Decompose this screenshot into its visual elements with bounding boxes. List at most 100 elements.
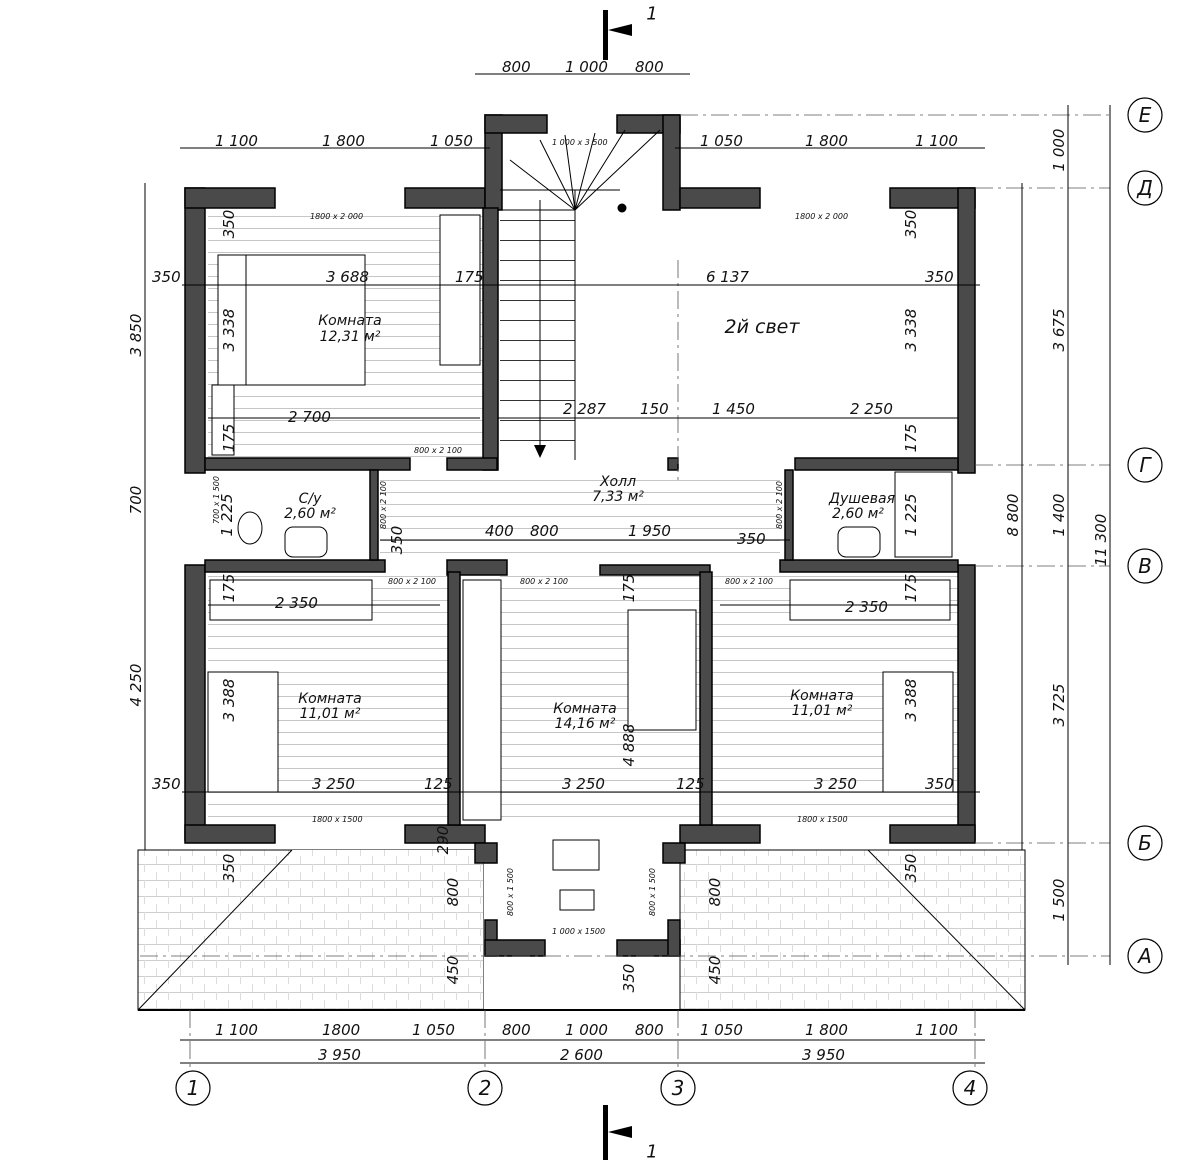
room-shower-name: Душевая — [828, 491, 895, 507]
dim-sh-1225: 1 225 — [902, 494, 920, 537]
dim-top-small-1: 800 — [502, 58, 531, 76]
dim-mid-6137: 6 137 — [706, 268, 749, 286]
dim-top-small-3: 800 — [635, 58, 664, 76]
dim-1450: 1 450 — [712, 400, 755, 418]
dim-2250: 2 250 — [850, 400, 893, 418]
dim-wc-1225: 1 225 — [218, 494, 236, 537]
dim-ne-v350: 350 — [902, 210, 920, 239]
dim-bottom-total-3: 3 950 — [802, 1046, 845, 1064]
dim-t-290: 290 — [434, 826, 452, 855]
dim-bottom-9: 1 100 — [915, 1021, 958, 1039]
dim-se-3388: 3 388 — [902, 679, 920, 722]
dim-b-3250a: 3 250 — [312, 775, 355, 793]
room-hall-name: Холл — [599, 474, 636, 490]
axis-bubbles — [175, 97, 1163, 1106]
label-door-tr: 800 x 1 500 — [648, 868, 657, 916]
label-win-wc: 700 x 1 500 — [212, 476, 221, 524]
dim-left-3850: 3 850 — [127, 314, 145, 357]
furniture — [207, 214, 954, 911]
dim-mid-4888: 4 888 — [620, 724, 638, 767]
dim-nw-350: 350 — [152, 268, 181, 286]
label-door-tb: 1 000 x 1500 — [552, 927, 605, 936]
room-sw-name: Комната — [298, 691, 362, 707]
dim-right-1400: 1 400 — [1050, 494, 1068, 537]
dim-t-800b: 800 — [706, 878, 724, 907]
dim-left-4250: 4 250 — [127, 664, 145, 707]
dim-bottom-total-1: 3 950 — [318, 1046, 361, 1064]
axis-row-D: Д — [1136, 176, 1153, 200]
axis-col-3: 3 — [672, 1076, 685, 1100]
axis-row-E: Е — [1139, 103, 1152, 127]
room-sw-area: 11,01 м² — [300, 706, 361, 722]
dim-bottom-3: 1 050 — [412, 1021, 455, 1039]
label-win-sw: 1800 x 1500 — [312, 815, 363, 824]
section-label-top: 1 — [646, 4, 657, 25]
label-win-ne: 1800 x 2 000 — [795, 212, 848, 221]
dim-t-450b: 450 — [706, 956, 724, 985]
label-win-nw: 1800 x 2 000 — [310, 212, 363, 221]
room-mid-name: Комната — [553, 701, 617, 717]
dim-hall-350a: 350 — [388, 526, 406, 555]
dim-top-left-3: 1 050 — [430, 132, 473, 150]
dim-bottom-5: 1 000 — [565, 1021, 608, 1039]
dim-b-350a: 350 — [152, 775, 181, 793]
axis-row-G: Г — [1139, 453, 1152, 477]
dim-t-350a: 350 — [220, 854, 238, 883]
dim-top-small-2: 1 000 — [565, 58, 608, 76]
dim-se-175: 175 — [902, 574, 920, 603]
terrace — [137, 849, 1026, 1011]
dim-right-3675: 3 675 — [1050, 309, 1068, 352]
dim-hall-400: 400 — [485, 522, 514, 540]
walls — [184, 114, 976, 957]
room-se-area: 11,01 м² — [792, 703, 853, 719]
axis-col-4: 4 — [964, 1076, 977, 1100]
label-stair: 1 000 x 3 500 — [552, 138, 608, 147]
dim-top-right-1: 1 050 — [700, 132, 743, 150]
label-door-mid: 800 x 2 100 — [520, 577, 568, 586]
dim-bottom-4: 800 — [502, 1021, 531, 1039]
room-nw-area: 12,31 м² — [320, 329, 381, 345]
dim-b-125b: 125 — [676, 775, 705, 793]
axis-row-A: А — [1136, 944, 1152, 968]
room-second-light: 2й свет — [725, 316, 801, 338]
dim-t-350b: 350 — [620, 964, 638, 993]
staircase — [500, 129, 661, 460]
dim-left-700: 700 — [127, 486, 145, 515]
axis-row-V: В — [1138, 554, 1152, 578]
dim-bottom-total-2: 2 600 — [560, 1046, 603, 1064]
dim-top-right-3: 1 100 — [915, 132, 958, 150]
room-se-name: Комната — [790, 688, 854, 704]
section-arrows — [603, 10, 632, 1160]
dim-ne-v3338: 3 338 — [902, 309, 920, 352]
room-hall-area: 7,33 м² — [592, 489, 644, 505]
dim-bottom-7: 1 050 — [700, 1021, 743, 1039]
label-door-sw: 800 x 2 100 — [388, 577, 436, 586]
label-door-sh: 800 x 2 100 — [775, 481, 784, 529]
dim-b-3250b: 3 250 — [562, 775, 605, 793]
dim-b-3250c: 3 250 — [814, 775, 857, 793]
dim-nw-v3338: 3 338 — [220, 309, 238, 352]
dim-t-800a: 800 — [444, 878, 462, 907]
dim-sw-175: 175 — [220, 574, 238, 603]
axis-lines — [140, 114, 1110, 1080]
dim-right-8800: 8 800 — [1004, 494, 1022, 537]
dim-top-left-2: 1 800 — [322, 132, 365, 150]
label-door-tl: 800 x 1 500 — [506, 868, 515, 916]
dim-150: 150 — [640, 400, 669, 418]
dim-nw-v350: 350 — [220, 210, 238, 239]
dim-right-11300: 11 300 — [1092, 514, 1110, 567]
dim-bottom-1: 1 100 — [215, 1021, 258, 1039]
dim-bottom-8: 1 800 — [805, 1021, 848, 1039]
room-mid-area: 14,16 м² — [555, 716, 616, 732]
dim-top-right-2: 1 800 — [805, 132, 848, 150]
dim-hall-800: 800 — [530, 522, 559, 540]
dim-hall-350b: 350 — [737, 530, 766, 548]
room-wc-area: 2,60 м² — [284, 506, 336, 522]
dim-hall-1950: 1 950 — [628, 522, 671, 540]
axis-row-B: Б — [1138, 831, 1152, 855]
dim-right-1500: 1 500 — [1050, 879, 1068, 922]
dim-t-450a: 450 — [444, 956, 462, 985]
axis-col-2: 2 — [479, 1076, 492, 1100]
dim-bottom-2: 1800 — [322, 1021, 360, 1039]
